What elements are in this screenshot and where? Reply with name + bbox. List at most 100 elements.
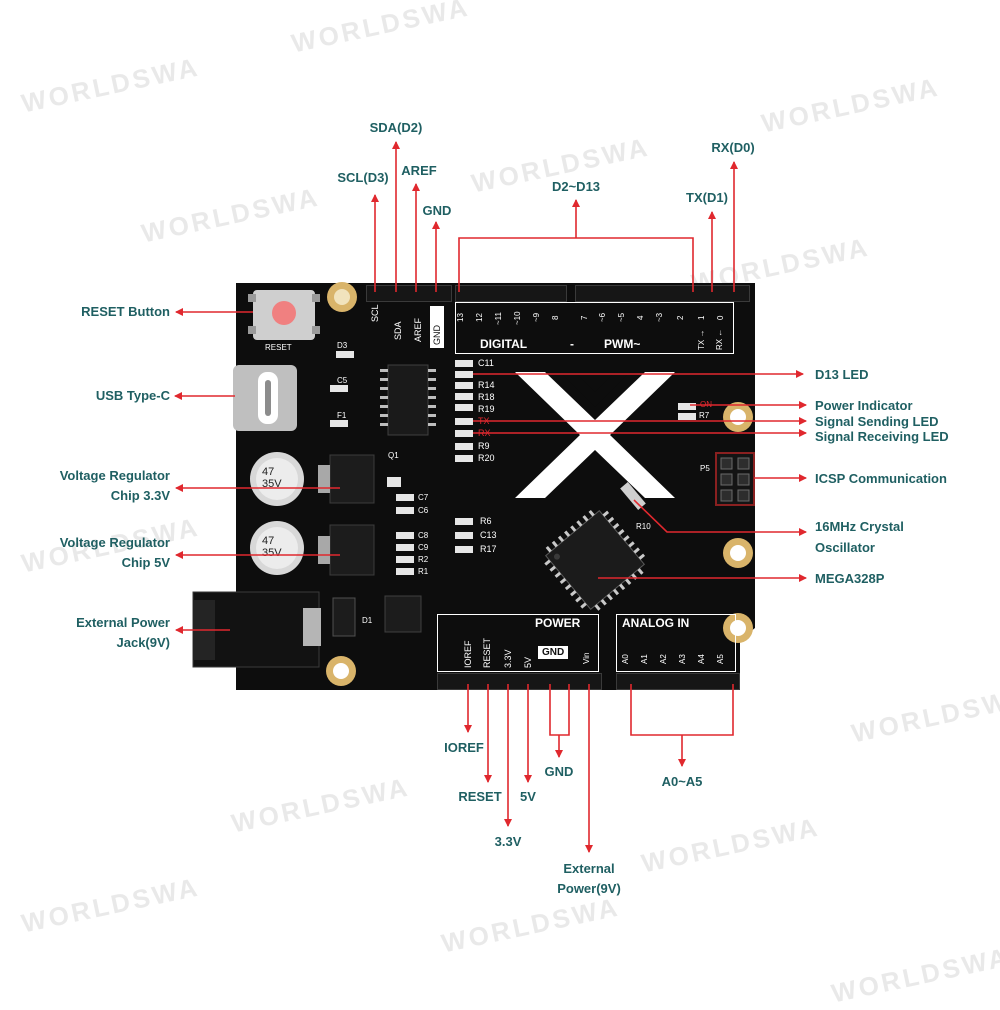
- digital-dash-silk: -: [570, 337, 574, 351]
- voltage-regulator-tab: [318, 536, 330, 564]
- label-aref: AREF: [401, 163, 437, 178]
- label-jack-line1: External Power: [76, 615, 170, 630]
- analog-silk-box: [616, 614, 736, 672]
- digital-pin-header: [455, 285, 567, 302]
- smd-label: R6: [480, 516, 492, 526]
- label-ext-power-line2: Power(9V): [557, 881, 621, 896]
- reset-silk: RESET: [265, 343, 292, 352]
- board-logo: [515, 372, 675, 498]
- crystal-silk: R10: [636, 522, 651, 531]
- voltage-regulator-3v3: [329, 454, 375, 504]
- analog-pin-header: [616, 673, 740, 690]
- c5-silk: C5: [337, 376, 348, 385]
- label-jack-line2: Jack(9V): [116, 635, 170, 650]
- smd-label: C11: [478, 358, 494, 368]
- label-scl: SCL(D3): [337, 170, 389, 185]
- reset-button-pad: [312, 294, 320, 302]
- label-reset-pin: RESET: [458, 789, 502, 804]
- p5-silk: P5: [700, 464, 710, 473]
- label-gnd-top: GND: [422, 203, 452, 218]
- label-vreg5-line2: Chip 5V: [121, 555, 170, 570]
- smd-label: C13: [480, 530, 497, 540]
- reset-button-pad: [248, 326, 256, 334]
- label-signal-sending: Signal Sending LED: [815, 414, 939, 429]
- label-vreg33-line1: Voltage Regulator: [59, 468, 170, 483]
- power-gnd-chip: GND: [538, 646, 569, 659]
- cap1-line1: 47: [262, 466, 275, 478]
- reset-button-pad: [312, 326, 320, 334]
- d3-silk: D3: [337, 341, 348, 350]
- bracket-d2-d13: [458, 237, 694, 292]
- gnd-pin-highlight: [430, 306, 444, 348]
- label-rx: RX(D0): [711, 140, 755, 155]
- label-vreg33-line2: Chip 3.3V: [110, 488, 170, 503]
- label-ioref: IOREF: [444, 740, 484, 755]
- cap2-line1: 47: [262, 535, 275, 547]
- top-left-pin-header: [366, 285, 452, 302]
- d1-silk: D1: [362, 616, 373, 625]
- smd-label: R20: [478, 453, 495, 463]
- usb-serial-chip: [387, 364, 429, 436]
- chip-pins: [380, 369, 436, 426]
- label-sda: SDA(D2): [369, 120, 423, 135]
- bracket-gnd: [549, 684, 570, 736]
- voltage-regulator-5v: [329, 524, 375, 576]
- mounting-hole-center: [334, 289, 350, 305]
- mounting-hole-center: [333, 663, 349, 679]
- crystal-oscillator: [620, 482, 646, 510]
- voltage-regulator-tab: [318, 465, 330, 493]
- pcb-board: [236, 283, 755, 690]
- label-usb: USB Type-C: [95, 388, 170, 403]
- mega328p-chip: [544, 509, 646, 611]
- label-power-indicator: Power Indicator: [815, 398, 913, 413]
- smd-label: R1: [418, 567, 429, 576]
- digital-silk-box: [455, 302, 734, 354]
- label-3v3: 3.3V: [494, 834, 522, 849]
- capacitor-top: [256, 527, 298, 569]
- cap1-line2: 35V: [262, 478, 282, 490]
- digital-pin-header-2: [575, 285, 750, 302]
- r7-silk: R7: [699, 411, 710, 420]
- bracket-a0-a5: [630, 684, 734, 736]
- smd-label: R2: [418, 555, 429, 564]
- mounting-hole-center: [730, 620, 746, 636]
- label-mega: MEGA328P: [815, 571, 885, 586]
- label-d2-d13: D2~D13: [551, 179, 601, 194]
- smd-label: C6: [418, 506, 429, 515]
- label-a0-a5: A0~A5: [661, 774, 703, 789]
- label-gnd-bottom: GND: [544, 764, 574, 779]
- cap2-line2: 35V: [262, 547, 282, 559]
- power-silk: POWER: [535, 616, 581, 630]
- label-ext-power-line1: External: [563, 861, 615, 876]
- power-pin-header: [437, 673, 602, 690]
- analog-silk: ANALOG IN: [622, 616, 690, 630]
- smd-label: C7: [418, 493, 429, 502]
- label-signal-receiving: Signal Receiving LED: [815, 429, 949, 444]
- label-crystal-line1: 16MHz Crystal: [815, 519, 904, 534]
- label-d13-led: D13 LED: [815, 367, 869, 382]
- power-silk-box: [437, 614, 599, 672]
- label-icsp: ICSP Communication: [815, 471, 947, 486]
- label-5v: 5V: [520, 789, 536, 804]
- dc-jack-tab: [303, 608, 321, 646]
- capacitor-top: [256, 458, 298, 500]
- smd-label: C8: [418, 531, 429, 540]
- smd-label: R14: [478, 380, 495, 390]
- smd-label: R19: [478, 404, 495, 414]
- reset-button-pad: [248, 294, 256, 302]
- usb-c-tongue: [265, 380, 271, 416]
- smd-label: R18: [478, 392, 495, 402]
- smd-components: [330, 351, 696, 575]
- smd-label: C9: [418, 543, 429, 552]
- f1-silk: F1: [337, 411, 347, 420]
- label-crystal-line2: Oscillator: [815, 540, 875, 555]
- q1-silk: Q1: [388, 451, 399, 460]
- label-reset-button: RESET Button: [81, 304, 170, 319]
- smd-label: R17: [480, 544, 497, 554]
- mounting-hole-center: [730, 545, 746, 561]
- arrow-crystal: [633, 499, 807, 536]
- small-chip: [384, 595, 422, 633]
